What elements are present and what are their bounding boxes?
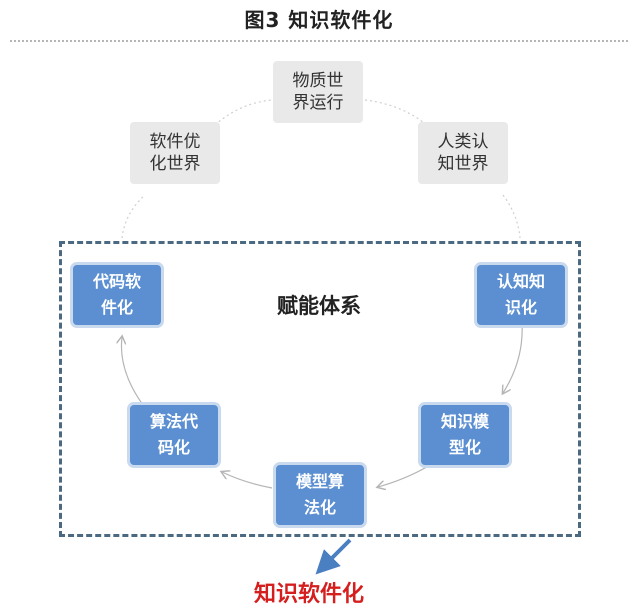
enablement-system-label: 赋能体系 [277, 294, 361, 318]
enablement-system-frame [59, 241, 581, 537]
connector-software-to-physical [214, 99, 273, 126]
title-divider [10, 40, 628, 42]
diagram-title: 图3 知识软件化 [244, 8, 394, 32]
step-knowledge-recognition: 认知知 识化 [474, 262, 568, 328]
step-knowledge-modeling: 知识模 型化 [418, 402, 512, 468]
arrow-recognition-to-modeling [503, 322, 523, 393]
step-algorithm-code: 算法代 码化 [127, 402, 221, 468]
connector-frame-to-software [121, 194, 146, 239]
connector-human-to-frame [502, 194, 521, 239]
output-arrow [315, 538, 352, 575]
output-label: 知识软件化 [254, 582, 365, 607]
arrow-algorithm-to-code [121, 337, 144, 406]
step-model-algorithm: 模型算 法化 [273, 462, 367, 528]
node-physical-world: 物质世 界运行 [273, 61, 363, 123]
node-software-world: 软件优 化世界 [130, 122, 220, 184]
arrow-model-to-algorithm [222, 472, 273, 489]
node-human-cognition: 人类认 知世界 [418, 122, 508, 184]
step-code-software: 代码软 件化 [70, 262, 164, 328]
